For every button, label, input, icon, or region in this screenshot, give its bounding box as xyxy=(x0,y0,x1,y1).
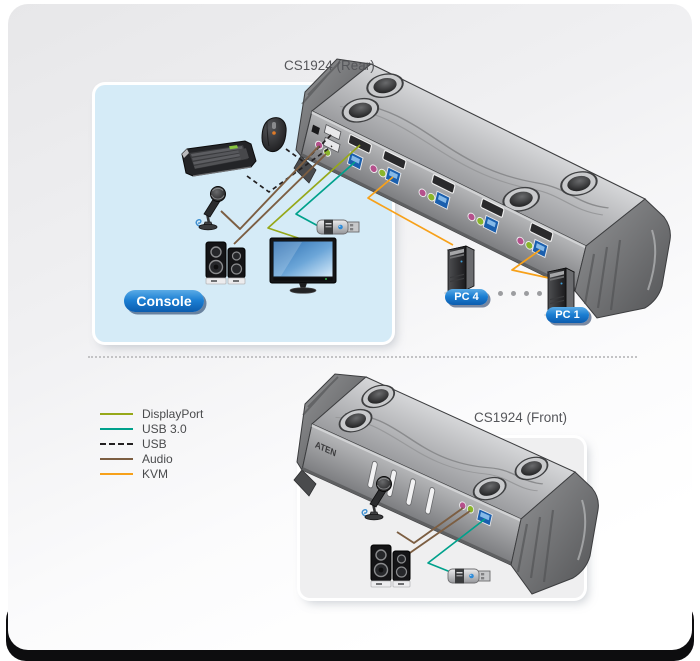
rear-speakers xyxy=(205,241,246,285)
cable-mic-audio xyxy=(220,145,320,230)
rear-usb-flash-drive xyxy=(316,219,360,235)
front-device-label: CS1924 (Front) xyxy=(474,410,568,425)
legend-row: KVM xyxy=(100,466,203,481)
legend-label: KVM xyxy=(142,466,169,481)
rubber-feet xyxy=(338,384,549,501)
rear-port-face xyxy=(300,110,587,292)
legend-swatch xyxy=(100,457,133,460)
front-usb-flash-drive xyxy=(447,568,491,584)
legend-swatch xyxy=(100,412,133,415)
rear-device-label: CS1924 (Rear) xyxy=(284,58,375,73)
rear-cables xyxy=(220,132,559,281)
kvm-switch-rear xyxy=(293,58,671,319)
front-cables xyxy=(396,507,486,574)
rear-microphone xyxy=(194,185,227,232)
cable-pc1-kvm xyxy=(511,249,559,281)
cable-pc4-kvm xyxy=(367,176,454,246)
cable-speakers-audio xyxy=(233,153,327,245)
kvm-switch-front: ATEN xyxy=(293,373,599,595)
cable-front-usbdrive-usb3 xyxy=(427,518,486,574)
legend: DisplayPort USB 3.0 USB Audio KVM xyxy=(100,406,204,481)
mouse-icon xyxy=(261,117,287,153)
cable-front-speakers-audio xyxy=(403,510,471,558)
legend-label: USB xyxy=(142,436,167,451)
cable-front-mic-audio xyxy=(396,507,464,544)
cable-monitor-displayport xyxy=(267,144,361,241)
keyboard-icon xyxy=(181,140,257,177)
legend-label: USB 3.0 xyxy=(142,421,187,436)
pc4-badge: PC 4 xyxy=(445,289,488,305)
front-speakers xyxy=(370,544,411,588)
legend-row: USB 3.0 xyxy=(100,421,203,436)
legend-swatch xyxy=(100,427,133,430)
cable-mouse-usb xyxy=(285,132,334,163)
monitor-icon xyxy=(269,237,337,294)
legend-label: Audio xyxy=(142,451,173,466)
ellipsis-dot xyxy=(524,291,529,296)
legend-label: DisplayPort xyxy=(142,406,204,421)
cable-usbdrive-usb3 xyxy=(295,161,356,228)
pc1-badge: PC 1 xyxy=(546,307,589,323)
ellipsis-dot xyxy=(498,291,503,296)
front-port-face: ATEN xyxy=(301,423,522,566)
legend-row: Audio xyxy=(100,451,203,466)
legend-swatch xyxy=(100,472,133,475)
cable-keyboard-usb xyxy=(246,145,333,193)
section-separator xyxy=(88,356,637,358)
rubber-feet xyxy=(341,73,598,212)
legend-row: DisplayPort xyxy=(100,406,204,421)
legend-row: USB xyxy=(100,436,203,451)
ellipsis-dot xyxy=(537,291,542,296)
ellipsis-dot xyxy=(511,291,516,296)
ellipsis-dots xyxy=(498,291,542,296)
legend-swatch xyxy=(100,442,133,445)
console-badge: Console xyxy=(124,290,204,312)
